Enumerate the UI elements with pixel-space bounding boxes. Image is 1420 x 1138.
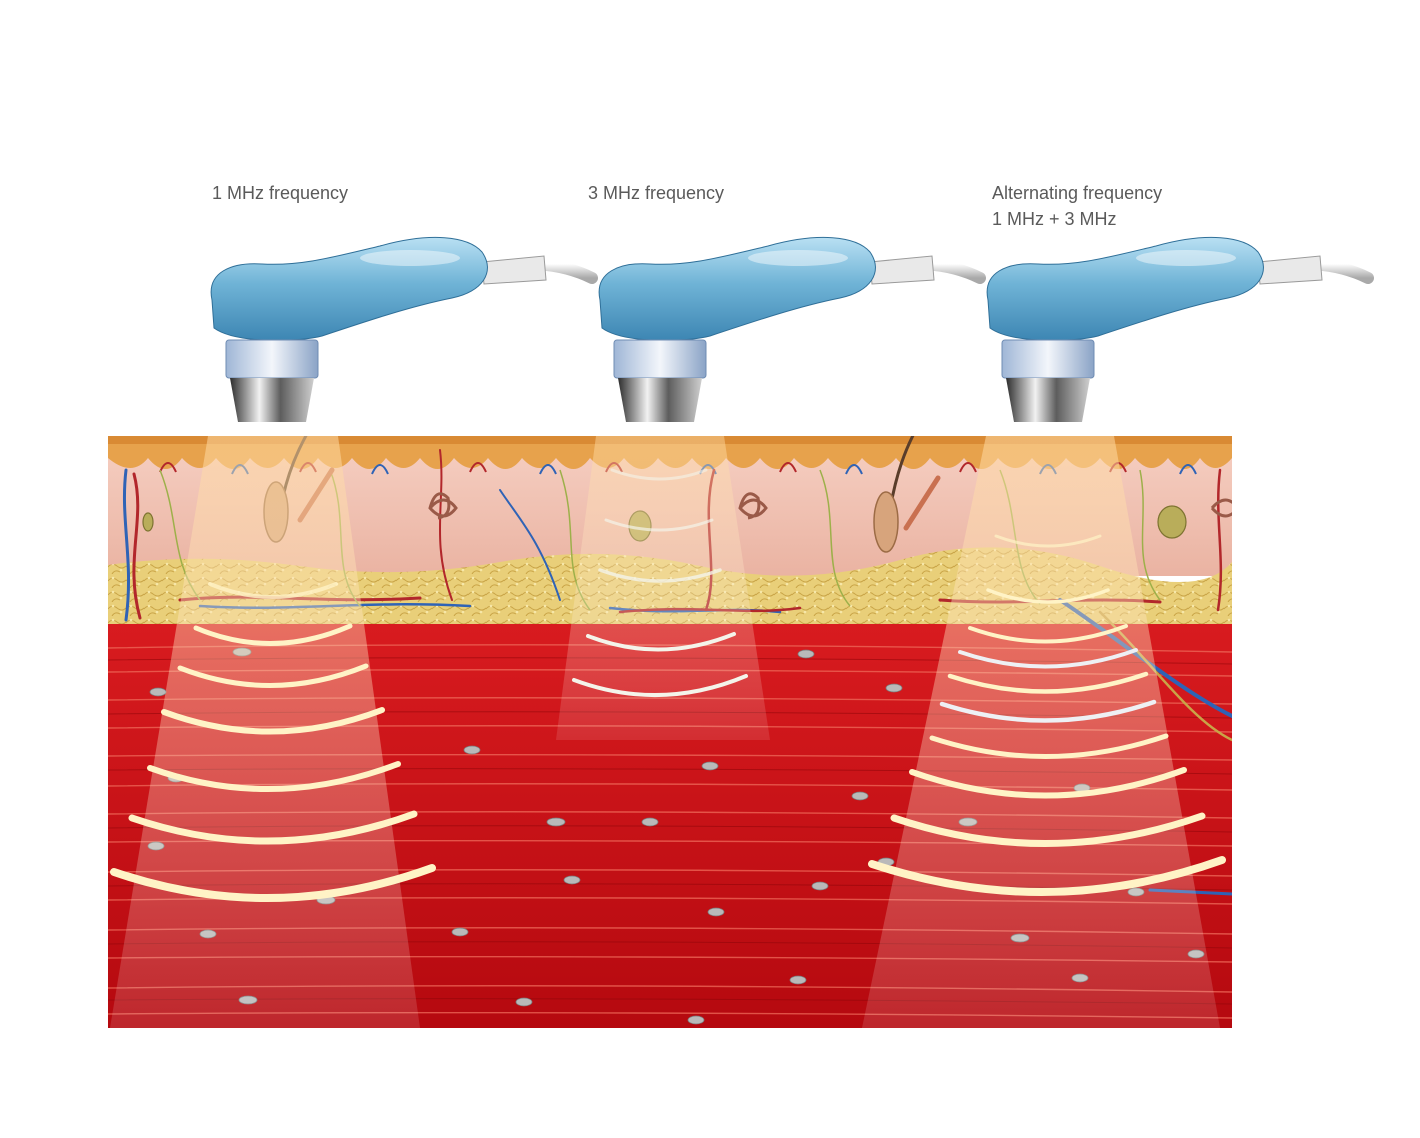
label-alternating-detail: 1 MHz + 3 MHz — [992, 209, 1117, 229]
probe-3mhz — [598, 237, 986, 422]
probe-1mhz — [210, 237, 598, 422]
wavefronts-alternating — [868, 534, 1226, 896]
beam-alternating — [862, 436, 1226, 1028]
beam-cone-2 — [556, 436, 770, 740]
probe-transducer-head — [230, 378, 314, 422]
probe-handle — [210, 237, 488, 341]
beam-cone-3 — [862, 436, 1220, 1028]
beam-3mhz — [556, 436, 770, 740]
probe-collar — [225, 339, 319, 379]
sweat-glands — [428, 492, 1232, 520]
probe-alternating — [986, 237, 1374, 422]
label-alternating-frequency: Alternating frequency 1 MHz + 3 MHz — [992, 180, 1162, 232]
wavefronts-3mhz — [572, 468, 748, 697]
label-alternating-title: Alternating frequency — [992, 183, 1163, 203]
label-1mhz-frequency: 1 MHz frequency — [212, 183, 349, 203]
beam-1mhz — [110, 436, 436, 1028]
label-3mhz-frequency: 3 MHz frequency — [588, 183, 725, 203]
wavefronts-1mhz — [110, 582, 436, 903]
